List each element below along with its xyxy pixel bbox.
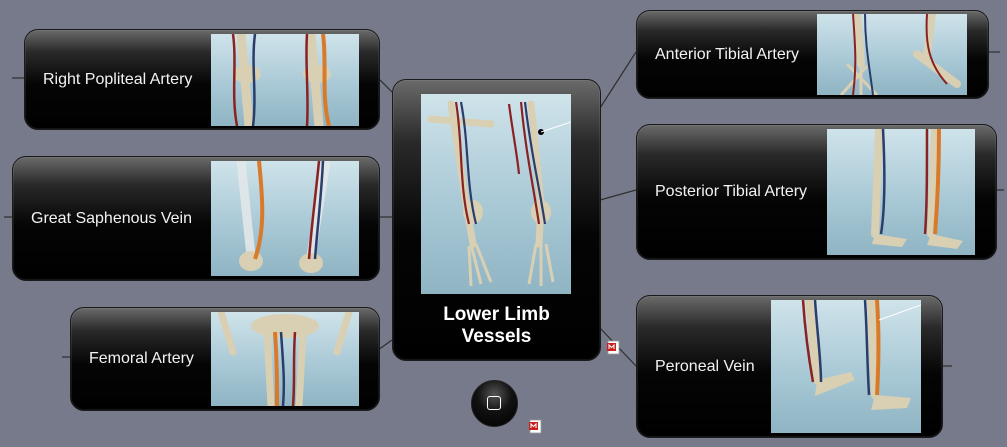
topic-right-popliteal-artery[interactable]: Right Popliteal Artery — [24, 29, 380, 130]
topic-image — [211, 34, 359, 126]
topic-posterior-tibial-artery[interactable]: Posterior Tibial Artery — [636, 124, 997, 260]
connector-femoral — [377, 339, 393, 351]
topic-label: Posterior Tibial Artery — [655, 183, 808, 200]
topic-image — [211, 161, 359, 276]
topic-label: Peroneal Vein — [655, 357, 755, 375]
topic-image — [771, 300, 921, 433]
topic-label: Right Popliteal Artery — [43, 70, 193, 88]
file-icon[interactable] — [607, 340, 621, 355]
topic-label: Femoral Artery — [89, 350, 194, 367]
topic-label: Great Saphenous Vein — [31, 209, 193, 227]
connector-right-popliteal — [377, 77, 393, 93]
topic-label: Anterior Tibial Artery — [655, 45, 800, 63]
central-topic-image — [421, 94, 571, 294]
topic-image — [827, 129, 975, 255]
view-mode-button[interactable] — [471, 380, 518, 427]
topic-peroneal-vein[interactable]: Peroneal Vein — [636, 295, 943, 438]
topic-femoral-artery[interactable]: Femoral Artery — [70, 307, 380, 411]
central-topic-node[interactable]: Lower Limb Vessels — [392, 79, 601, 361]
central-topic-label: Lower Limb Vessels — [443, 304, 550, 347]
square-icon — [487, 396, 501, 410]
topic-image — [817, 14, 967, 95]
topic-anterior-tibial-artery[interactable]: Anterior Tibial Artery — [636, 10, 989, 99]
file-icon[interactable] — [529, 419, 543, 434]
topic-image — [211, 312, 359, 406]
topic-great-saphenous-vein[interactable]: Great Saphenous Vein — [12, 156, 380, 281]
connector-posterior-tibial — [599, 189, 637, 201]
connector-anterior-tibial — [599, 51, 637, 109]
